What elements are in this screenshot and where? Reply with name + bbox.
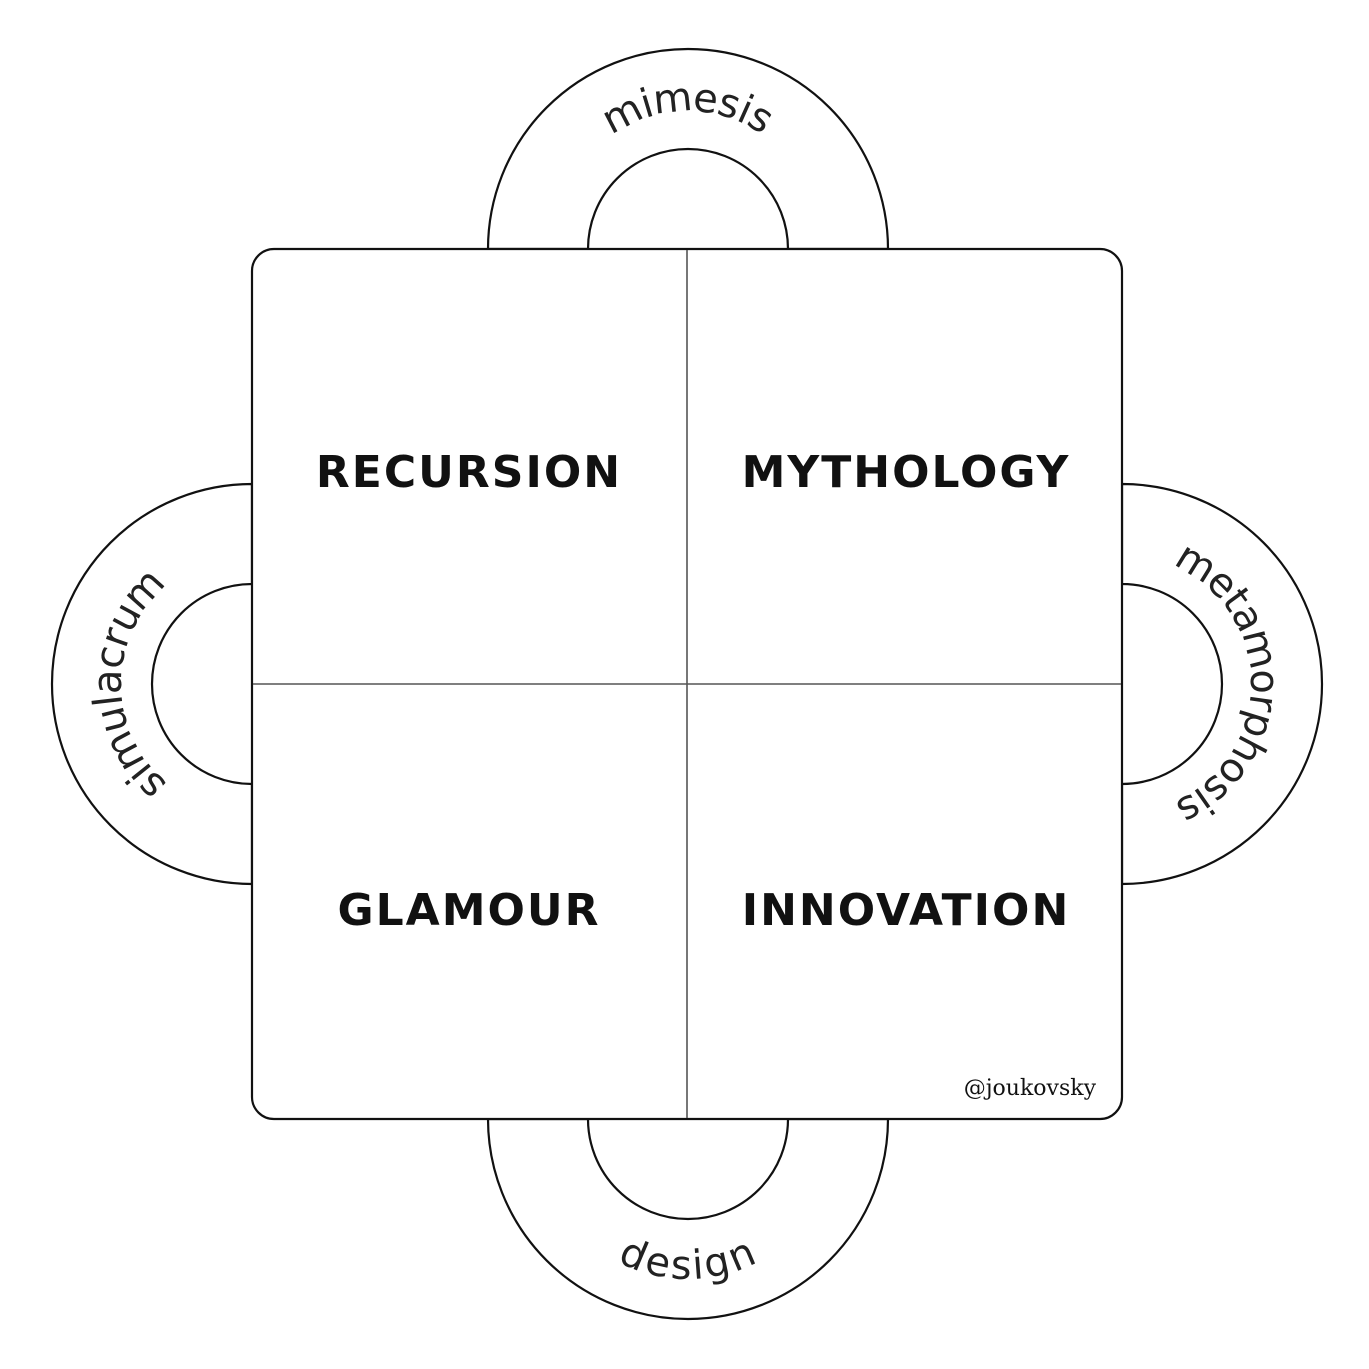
arc-ring-bottom [486,1117,890,1321]
quadrant-label-recursion: RECURSION [316,447,622,498]
arc-ring-right [1120,482,1324,886]
arc-ring-top [486,47,890,251]
quadrant-label-mythology: MYTHOLOGY [742,447,1071,498]
author-credit: @joukovsky [964,1076,1097,1101]
arc-ring-left [50,482,254,886]
quadrant-label-glamour: GLAMOUR [337,885,600,936]
quadrant-label-innovation: INNOVATION [742,885,1071,936]
